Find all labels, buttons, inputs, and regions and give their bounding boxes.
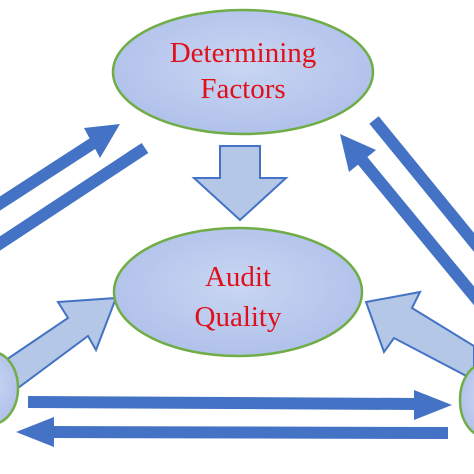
arrow-left-up-to-factors	[0, 124, 120, 211]
arrow-bottom-right	[27, 390, 452, 420]
node-audit-quality-line2: Quality	[195, 301, 282, 333]
block-arrow-left-to-quality	[0, 296, 118, 390]
node-audit-quality: Audit Quality	[112, 226, 364, 358]
arrow-factors-down-to-left	[0, 142, 149, 251]
node-determining-factors-line1: Determining	[170, 37, 317, 69]
arrow-bottom-left	[16, 417, 449, 447]
node-audit-quality-line1: Audit	[205, 261, 271, 293]
right-partial-node	[458, 365, 474, 435]
block-arrow-factors-to-quality	[191, 145, 289, 222]
node-determining-factors-line2: Factors	[200, 73, 285, 105]
arrow-right-up-to-factors	[340, 134, 474, 306]
left-partial-node	[0, 352, 20, 424]
node-determining-factors: Determining Factors	[111, 8, 375, 136]
arrow-factors-down-to-right	[369, 116, 474, 252]
block-arrow-right-to-quality	[364, 290, 474, 382]
